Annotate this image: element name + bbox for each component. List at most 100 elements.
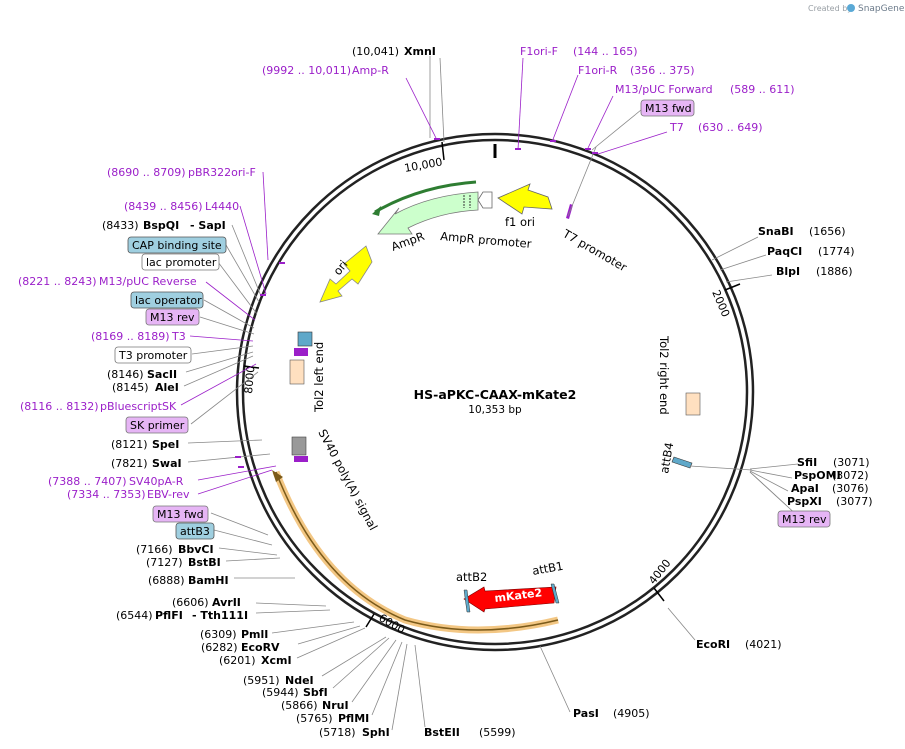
sphi-label[interactable]: SphI (362, 726, 390, 739)
blpi-pos: (1886) (816, 265, 853, 278)
tick-4000 (653, 587, 665, 602)
bbvci-label[interactable]: BbvCI (178, 543, 214, 556)
bsteii-label[interactable]: BstEII (424, 726, 460, 739)
blpi-label[interactable]: BlpI (776, 265, 800, 278)
paqci-label[interactable]: PaqCI (767, 245, 802, 258)
leader-snabi (711, 236, 759, 261)
m13-fwd-top-box[interactable] (640, 99, 695, 117)
t7-label[interactable]: T7 (669, 121, 684, 134)
l4440-label[interactable]: L4440 (205, 200, 239, 213)
leader-pasi (539, 645, 571, 713)
f1ori-r-pos: (356 .. 375) (630, 64, 695, 77)
m13-fwd-top-label: M13 fwd (645, 102, 692, 115)
sapi-label[interactable]: - SapI (190, 219, 226, 232)
pflfi-pos: (6544) (116, 609, 153, 622)
m13-rev-right-box[interactable] (777, 510, 831, 528)
credit-prefix: Created by (808, 4, 852, 13)
alei-label[interactable]: AleI (155, 381, 179, 394)
lac-promoter-box[interactable] (141, 253, 220, 271)
lac-promoter-label: lac promoter (146, 256, 217, 269)
tick-label-10000: 10,000 (403, 155, 443, 174)
attb1-label: attB1 (531, 559, 564, 578)
pbr322-pos: (8690 .. 8709) (107, 166, 186, 179)
mkate2-arrow[interactable] (463, 586, 557, 613)
tol2-right-end-box[interactable] (685, 392, 701, 416)
leader-sfii (749, 463, 799, 470)
sbfi-label[interactable]: SbfI (303, 686, 328, 699)
sfii-label[interactable]: SfiI (797, 456, 817, 469)
nrui-label[interactable]: NruI (322, 699, 349, 712)
bstbi-label[interactable]: BstBI (188, 556, 221, 569)
ampr-promoter-label: AmpR promoter (440, 229, 533, 251)
tick-10000 (441, 141, 445, 161)
pflmi-label[interactable]: PflMI (338, 712, 369, 725)
apai-label[interactable]: ApaI (791, 482, 819, 495)
t7-promoter-label: T7 promoter (560, 226, 630, 274)
pspxi-label[interactable]: PspXI (787, 495, 822, 508)
tol2-left-marker-1[interactable] (297, 331, 313, 347)
plasmid-size: 10,353 bp (468, 404, 522, 416)
m13-rev-left-box[interactable] (145, 308, 200, 326)
ecorv-label[interactable]: EcoRV (241, 641, 280, 654)
ampr-arrow[interactable] (377, 191, 479, 235)
m13puc-f-label[interactable]: M13/pUC Forward (615, 83, 713, 96)
t3-label[interactable]: T3 (171, 330, 186, 343)
sk-primer-box[interactable] (125, 416, 189, 434)
ndei-label[interactable]: NdeI (285, 674, 314, 687)
sv40-primer-marker[interactable] (294, 456, 308, 462)
sv40pa-r-label[interactable]: SV40pA-R (129, 475, 184, 488)
ori-arrow[interactable] (319, 245, 373, 303)
m13puc-rev-label[interactable]: M13/pUC Reverse (99, 275, 197, 288)
f1-ori-arrow[interactable] (497, 183, 553, 215)
sfii-pos: (3071) (833, 456, 870, 469)
ecori-label[interactable]: EcoRI (696, 638, 730, 651)
swai-label[interactable]: SwaI (152, 457, 182, 470)
orange-arc[interactable] (275, 471, 559, 631)
attb3-box[interactable] (175, 522, 215, 540)
pbluescript-label[interactable]: pBluescriptSK (100, 400, 177, 413)
pspxi-pos: (3077) (836, 495, 873, 508)
f1ori-f-label[interactable]: F1ori-F (520, 45, 558, 58)
apai-pos: (3076) (832, 482, 869, 495)
m13puc-rev-pos: (8221 .. 8243) (18, 275, 97, 288)
pflfi-label[interactable]: PflFI (155, 609, 183, 622)
sacii-label[interactable]: SacII (147, 368, 177, 381)
swai-pos: (7821) (111, 457, 148, 470)
leader-t7 (597, 131, 668, 155)
attb1-marker[interactable] (550, 583, 560, 604)
tth111i-label[interactable]: - Tth111I (192, 609, 248, 622)
tick-label-2000: 2000 (709, 288, 732, 319)
ampr-r-label[interactable]: Amp-R (352, 64, 389, 77)
pbluescript-pos: (8116 .. 8132) (20, 400, 99, 413)
t3-promoter-box[interactable] (114, 346, 192, 364)
avrii-label[interactable]: AvrII (212, 596, 241, 609)
leader-blpi (725, 274, 773, 283)
lac-operator-box[interactable] (130, 291, 204, 309)
sv40-box[interactable] (291, 436, 307, 456)
pasi-label[interactable]: PasI (573, 707, 599, 720)
f1ori-r-label[interactable]: F1ori-R (578, 64, 618, 77)
pmli-label[interactable]: PmlI (241, 628, 268, 641)
m13-fwd-left-box[interactable] (152, 505, 209, 523)
pbr322-label[interactable]: pBR322ori-F (188, 166, 256, 179)
tol2-left-end-box[interactable] (289, 359, 305, 385)
bbvci-pos: (7166) (136, 543, 173, 556)
attb2-marker[interactable] (463, 589, 471, 613)
snapgene-logo-icon (847, 4, 855, 12)
ampr-promoter-arrow[interactable] (477, 191, 493, 209)
xmni-label[interactable]: XmnI (404, 45, 436, 58)
tol2-left-marker-2[interactable] (294, 348, 308, 356)
cap-binding-site-box[interactable] (127, 236, 227, 254)
bamhi-label[interactable]: BamHI (188, 574, 229, 587)
lac-operator-label: lac operator (135, 294, 202, 307)
ebv-rev-label[interactable]: EBV-rev (147, 488, 190, 501)
attb4-marker[interactable] (671, 456, 693, 469)
snabi-label[interactable]: SnaBI (758, 225, 794, 238)
avrii-pos: (6606) (172, 596, 209, 609)
pspomi-label[interactable]: PspOMI (794, 469, 841, 482)
spei-pos: (8121) (111, 438, 148, 451)
xcmi-label[interactable]: XcmI (261, 654, 292, 667)
bamhi-pos: (6888) (148, 574, 185, 587)
bspqi-label[interactable]: BspQI (143, 219, 179, 232)
spei-label[interactable]: SpeI (152, 438, 179, 451)
